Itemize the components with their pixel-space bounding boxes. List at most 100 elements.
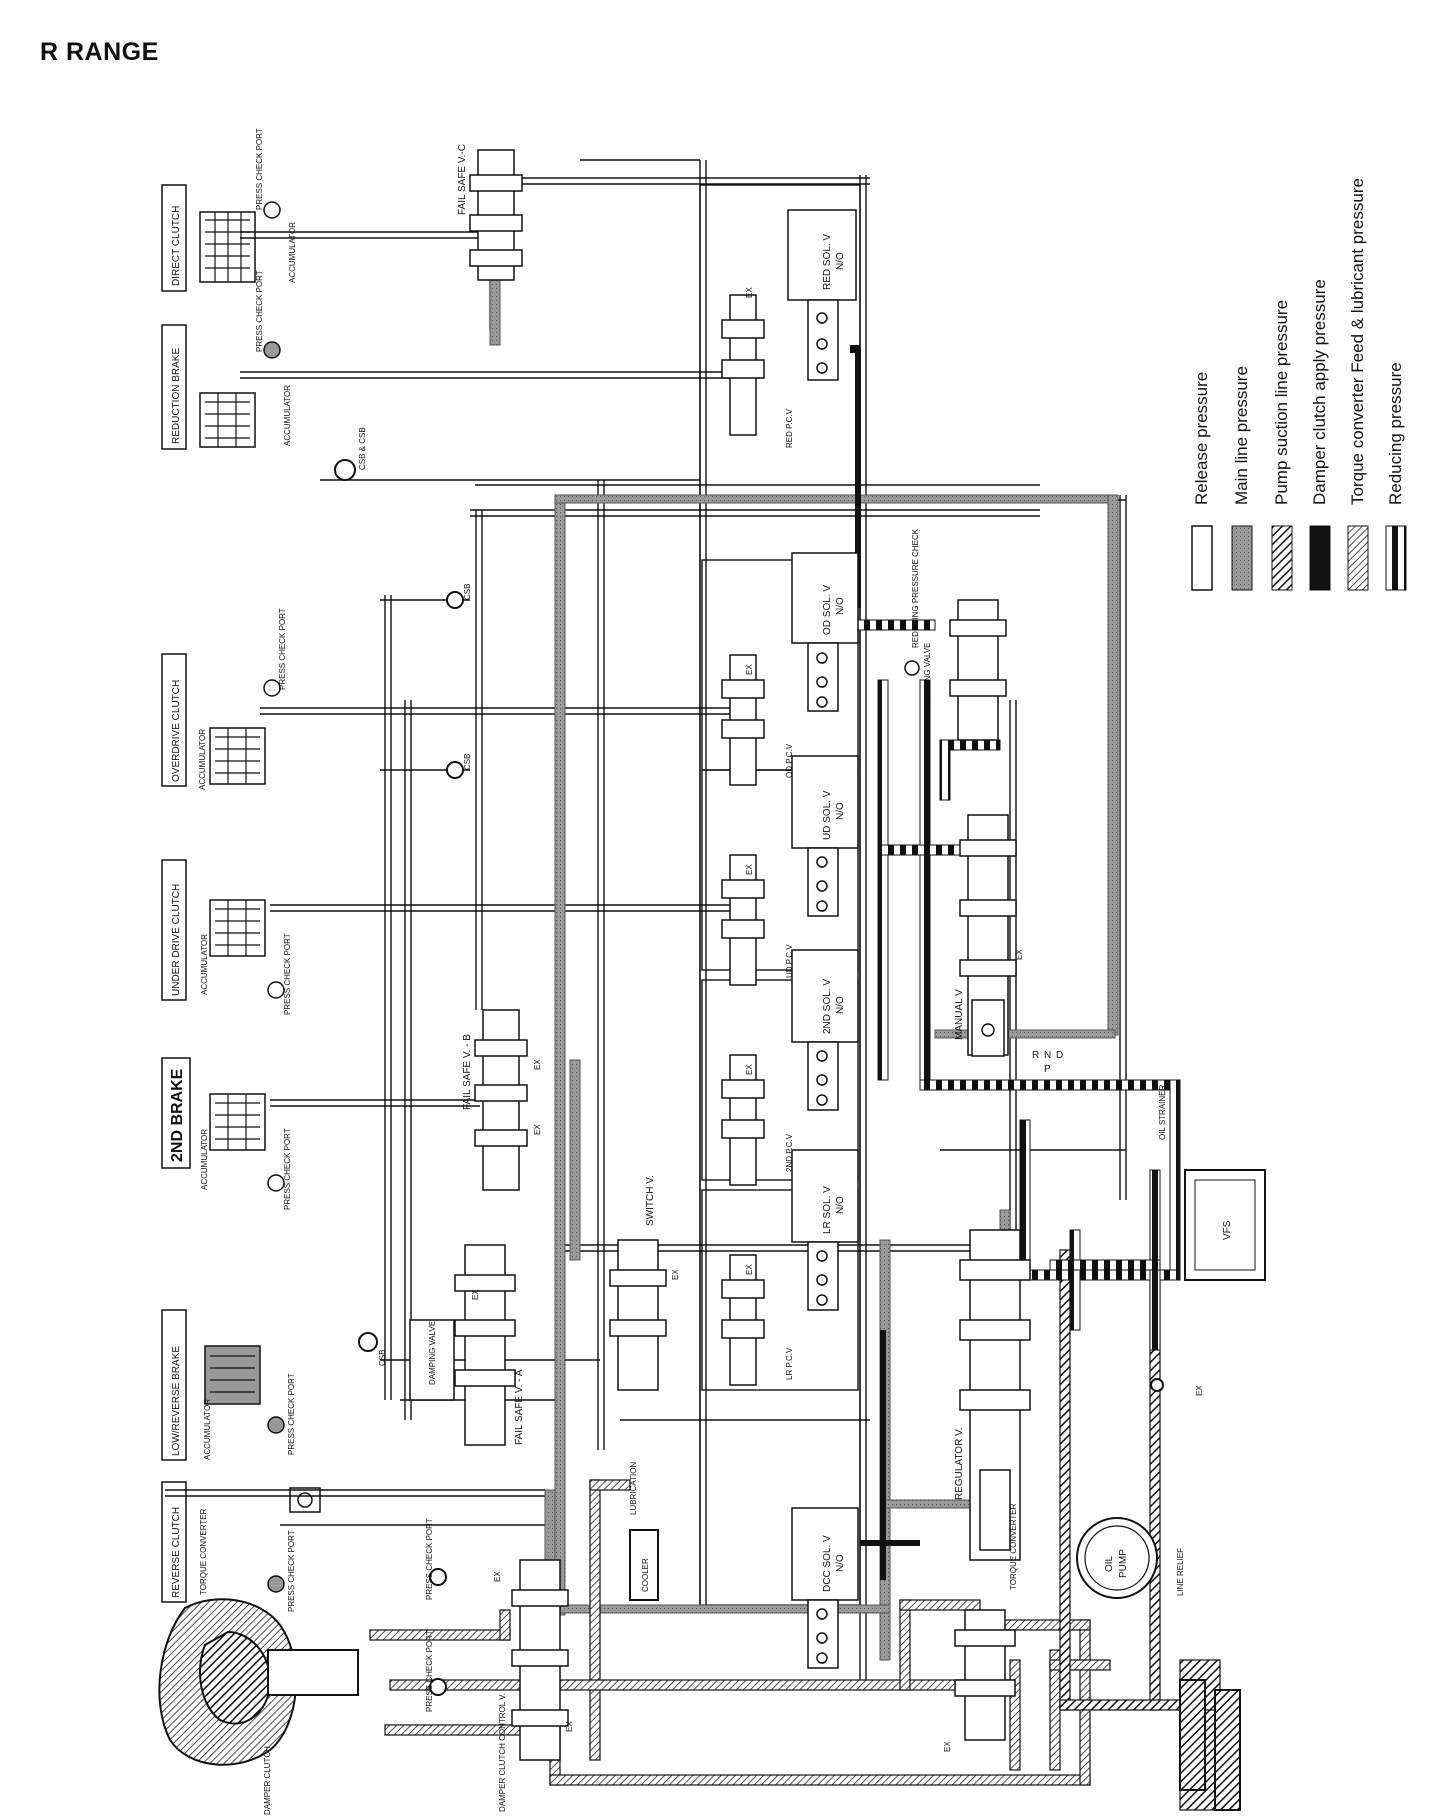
direct-clutch: DIRECT CLUTCH ACCUMULATOR PRESS CHECK PO… <box>161 128 297 292</box>
svg-text:ACCUMULATOR: ACCUMULATOR <box>198 729 207 790</box>
svg-text:EX: EX <box>745 1064 754 1075</box>
second-brake-label: 2ND BRAKE <box>169 1068 186 1162</box>
svg-text:EX: EX <box>1195 1385 1204 1396</box>
svg-text:RED P.C.V: RED P.C.V <box>785 408 794 448</box>
svg-text:DAMPER CLUTCH: DAMPER CLUTCH <box>263 1746 272 1815</box>
direct-clutch-label: DIRECT CLUTCH <box>171 206 182 286</box>
svg-text:PRESS CHECK PORT: PRESS CHECK PORT <box>283 1128 292 1210</box>
svg-text:PRESS CHECK PORT: PRESS CHECK PORT <box>255 128 264 210</box>
svg-text:N/O: N/O <box>835 996 846 1014</box>
svg-text:FAIL SAFE V.-C: FAIL SAFE V.-C <box>457 144 468 215</box>
svg-text:CSB: CSB <box>463 754 472 770</box>
svg-text:EX: EX <box>745 287 754 298</box>
svg-text:ACCUMULATOR: ACCUMULATOR <box>203 1399 212 1460</box>
red-sol-valve: RED SOL. V N/O <box>787 209 857 381</box>
reducing-valve: REDUCING VALVE REDUCING PRESSURE CHECK <box>904 528 1007 741</box>
svg-text:N/O: N/O <box>835 1196 846 1214</box>
svg-text:CSB & CSB: CSB & CSB <box>358 427 367 470</box>
low-reverse-brake: LOW/REVERSE BRAKE ACCUMULATOR PRESS CHEC… <box>161 1309 296 1461</box>
svg-text:N: N <box>1044 1050 1051 1061</box>
dcc-sol-valve: DCC SOL. V N/O <box>791 1507 859 1669</box>
fail-safe-valve-c: FAIL SAFE V.-C <box>457 144 523 281</box>
svg-text:PRESS CHECK PORT: PRESS CHECK PORT <box>425 1518 434 1600</box>
od-sol-valve: OD SOL. V N/O <box>791 552 859 712</box>
clutch-column: DIRECT CLUTCH ACCUMULATOR PRESS CHECK PO… <box>161 128 321 1612</box>
svg-text:ACCUMULATOR: ACCUMULATOR <box>200 934 209 995</box>
red-pcv: RED P.C.V <box>721 294 794 448</box>
svg-text:OIL STRAINER: OIL STRAINER <box>1158 1085 1167 1140</box>
legend-damper: Damper clutch apply pressure <box>1309 279 1331 591</box>
svg-text:PRESS CHECK PORT: PRESS CHECK PORT <box>287 1530 296 1612</box>
second-brake: 2ND BRAKE ACCUMULATOR PRESS CHECK PORT <box>161 1057 292 1210</box>
svg-text:LR SOL. V: LR SOL. V <box>822 1186 833 1234</box>
pump-group: OIL PUMP LINE RELIEF VFS OIL STRAINER CO… <box>334 427 1266 1811</box>
svg-text:D: D <box>1056 1050 1063 1061</box>
svg-text:PUMP: PUMP <box>1118 1549 1129 1578</box>
exhaust-labels: EX EX EX EX EX EX EX EX EX EX EX EX EX E… <box>471 287 1204 1752</box>
svg-text:P: P <box>1044 1064 1051 1075</box>
lr-sol-valve: LR SOL. V N/O <box>791 1149 859 1311</box>
damper-clutch-control-valve: DAMPER CLUTCH CONTROL V. <box>498 1559 569 1812</box>
svg-text:OIL: OIL <box>1104 1555 1115 1572</box>
svg-text:FAIL SAFE V. - A: FAIL SAFE V. - A <box>514 1369 525 1445</box>
svg-text:N/O: N/O <box>835 1554 846 1572</box>
svg-text:UD SOL. V: UD SOL. V <box>822 790 833 840</box>
svg-text:Reducing pressure: Reducing pressure <box>1386 362 1405 505</box>
manual-valve: MANUAL V R N D P <box>954 814 1063 1075</box>
damper-apply-lines <box>850 345 920 1580</box>
regulator-valve: REGULATOR V. <box>954 1229 1031 1561</box>
fail-safe-valve-a: FAIL SAFE V. - A <box>454 1244 525 1446</box>
svg-text:TORQUE CONVERTER: TORQUE CONVERTER <box>1009 1503 1018 1590</box>
svg-text:EX: EX <box>943 1741 952 1752</box>
legend-feed: Torque converter Feed & lubricant pressu… <box>1347 178 1369 591</box>
second-pcv: 2ND P.C.V <box>721 1054 794 1186</box>
damping-valve: DAMPING VALVE <box>409 1319 455 1401</box>
underdrive-clutch: UNDER DRIVE CLUTCH ACCUMULATOR PRESS CHE… <box>161 859 292 1015</box>
legend-reducing: Reducing pressure <box>1385 362 1407 591</box>
ud-sol-valve: UD SOL. V N/O <box>791 755 859 917</box>
overdrive-clutch: OVERDRIVE CLUTCH ACCUMULATOR PRESS CHECK… <box>161 608 287 790</box>
svg-text:CSB: CSB <box>463 584 472 600</box>
od-pcv: OD P.C.V <box>721 654 794 786</box>
page-title: R RANGE <box>40 38 159 66</box>
underdrive-clutch-label: UNDER DRIVE CLUTCH <box>171 884 182 996</box>
svg-text:PRESS CHECK PORT: PRESS CHECK PORT <box>278 608 287 690</box>
svg-text:VFS: VFS <box>1222 1220 1233 1240</box>
torque-converter-valve: TORQUE CONVERTER <box>954 1503 1018 1741</box>
torque-converter: TORQUE CONVERTER DAMPER CLUTCH <box>158 1508 359 1815</box>
svg-text:Torque converter Feed & lubric: Torque converter Feed & lubricant pressu… <box>1348 178 1367 505</box>
svg-text:EX: EX <box>745 664 754 675</box>
svg-text:EX: EX <box>493 1571 502 1582</box>
svg-text:EX: EX <box>745 864 754 875</box>
low-reverse-brake-label: LOW/REVERSE BRAKE <box>171 1346 182 1456</box>
fail-safe-valves: FAIL SAFE V.-C FAIL SAFE V. - B FAIL SAF… <box>409 144 667 1446</box>
svg-text:REDUCING PRESSURE CHECK: REDUCING PRESSURE CHECK <box>911 528 920 648</box>
svg-text:EX: EX <box>671 1269 680 1280</box>
fail-safe-valve-b: FAIL SAFE V. - B <box>462 1009 528 1191</box>
svg-text:PRESS CHECK PORT: PRESS CHECK PORT <box>425 1630 434 1712</box>
legend: Release pressure Main line pressure Pump… <box>1191 178 1407 591</box>
svg-text:DCC SOL. V: DCC SOL. V <box>822 1535 833 1592</box>
lr-pcv: LR P.C.V <box>721 1254 794 1386</box>
solenoid-valves: RED SOL. V N/O OD SOL. V N/O UD SOL. V N… <box>787 209 859 1669</box>
legend-main: Main line pressure <box>1231 366 1253 591</box>
svg-text:LR P.C.V: LR P.C.V <box>785 1347 794 1380</box>
reverse-clutch: REVERSE CLUTCH PRESS CHECK PORT <box>161 1481 321 1612</box>
reduction-brake: REDUCTION BRAKE ACCUMULATOR PRESS CHECK … <box>161 270 292 450</box>
svg-text:N/O: N/O <box>835 597 846 615</box>
svg-text:CSB: CSB <box>378 1350 387 1366</box>
svg-text:EX: EX <box>745 1264 754 1275</box>
svg-text:ACCUMULATOR: ACCUMULATOR <box>283 385 292 446</box>
svg-text:UD P.C.V: UD P.C.V <box>785 944 794 978</box>
svg-text:Main line pressure: Main line pressure <box>1232 366 1251 505</box>
svg-text:PRESS CHECK PORT: PRESS CHECK PORT <box>287 1373 296 1455</box>
svg-text:2ND P.C.V: 2ND P.C.V <box>785 1133 794 1172</box>
svg-text:SWITCH V.: SWITCH V. <box>645 1175 656 1226</box>
control-valves: REDUCING VALVE REDUCING PRESSURE CHECK M… <box>498 528 1063 1812</box>
reverse-clutch-label: REVERSE CLUTCH <box>171 1507 182 1598</box>
svg-text:EX: EX <box>533 1059 542 1070</box>
svg-text:DAMPER CLUTCH CONTROL V.: DAMPER CLUTCH CONTROL V. <box>498 1693 507 1812</box>
svg-text:MANUAL V: MANUAL V <box>954 989 965 1040</box>
svg-text:RED SOL. V: RED SOL. V <box>822 234 833 290</box>
